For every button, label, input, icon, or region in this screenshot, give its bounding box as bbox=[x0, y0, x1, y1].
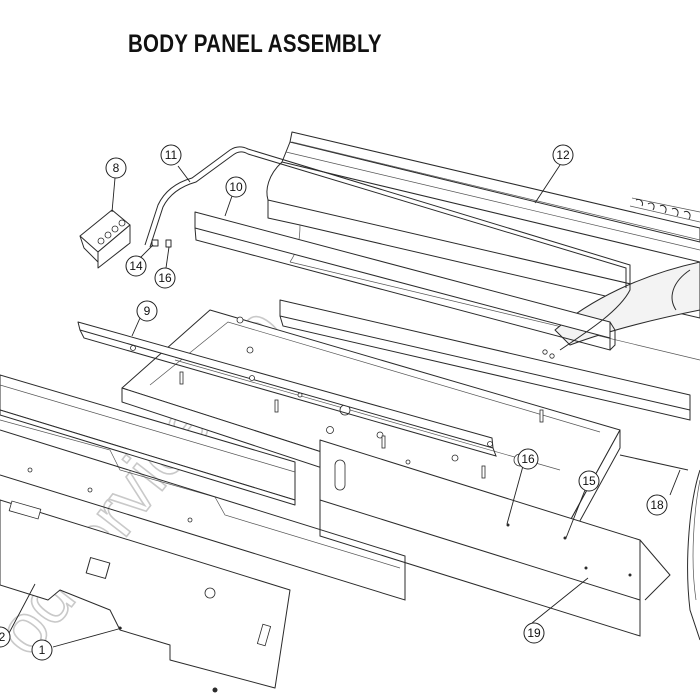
part-11-rod bbox=[144, 146, 631, 351]
callout-2: 2 bbox=[0, 626, 11, 648]
callout-8: 8 bbox=[105, 157, 127, 179]
svg-text:16: 16 bbox=[521, 452, 535, 466]
part-9-strip bbox=[77, 321, 497, 457]
right-edge-part bbox=[687, 469, 700, 641]
callout-18: 18 bbox=[646, 494, 668, 516]
callout-11: 11 bbox=[160, 144, 182, 166]
svg-text:1: 1 bbox=[39, 643, 46, 657]
callout-19: 19 bbox=[523, 622, 545, 644]
svg-text:15: 15 bbox=[582, 474, 596, 488]
side-panel-upper bbox=[0, 374, 406, 601]
leader-lines bbox=[7, 164, 681, 648]
part-8-bracket bbox=[79, 209, 131, 269]
part-19-front-panel bbox=[319, 439, 671, 637]
svg-text:12: 12 bbox=[556, 148, 570, 162]
callout-12: 12 bbox=[552, 144, 574, 166]
part-12-top-rail bbox=[266, 131, 700, 361]
part-1-lower-panel bbox=[0, 499, 291, 693]
callout-14: 14 bbox=[125, 255, 147, 277]
svg-text:9: 9 bbox=[144, 304, 151, 318]
part-18-rail bbox=[279, 299, 691, 471]
svg-text:10: 10 bbox=[229, 180, 243, 194]
callout-16-top: 16 bbox=[154, 267, 176, 289]
svg-text:16: 16 bbox=[158, 271, 172, 285]
page-title: BODY PANEL ASSEMBLY bbox=[128, 30, 382, 58]
callout-10: 10 bbox=[225, 176, 247, 198]
svg-text:14: 14 bbox=[129, 259, 143, 273]
callout-9: 9 bbox=[136, 300, 158, 322]
svg-text:11: 11 bbox=[165, 148, 178, 162]
fasteners-14-16 bbox=[151, 239, 172, 248]
svg-text:18: 18 bbox=[650, 498, 664, 512]
svg-text:8: 8 bbox=[113, 161, 120, 175]
emblem-panel bbox=[629, 197, 700, 223]
callout-15: 15 bbox=[578, 470, 600, 492]
callout-16-bottom: 16 bbox=[517, 448, 539, 470]
svg-text:2: 2 bbox=[0, 630, 6, 644]
callout-1: 1 bbox=[31, 639, 53, 661]
part-10-rail bbox=[194, 211, 616, 359]
svg-text:19: 19 bbox=[527, 626, 541, 640]
